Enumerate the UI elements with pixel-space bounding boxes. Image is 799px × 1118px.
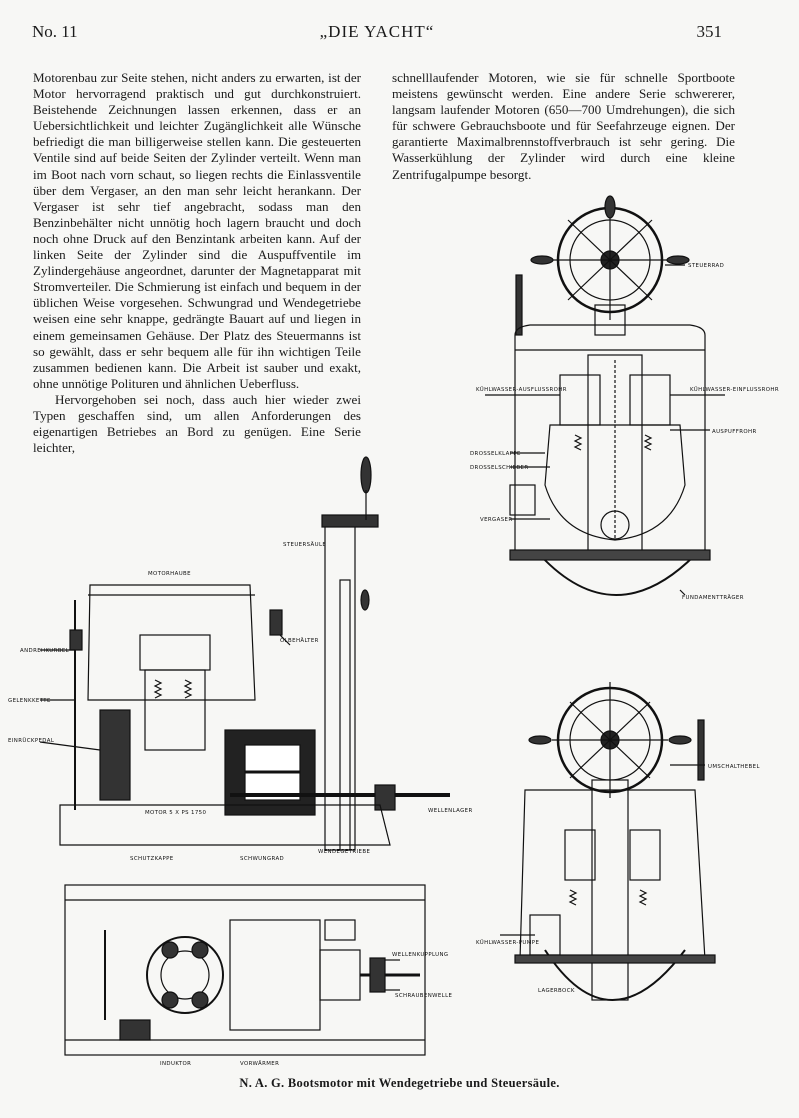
label-andrehkurbel: ANDREHKURBEL (20, 648, 69, 654)
label-oelbehaelter: ÖLBEHÄLTER (280, 637, 319, 644)
label-einrueckpedal: EINRÜCKPEDAL (8, 737, 54, 744)
label-wendegetriebe: WENDEGETRIEBE (318, 849, 370, 855)
label-wellenlager: WELLENLAGER (428, 808, 473, 814)
label-fundamenttraeger: FUNDAMENTTRÄGER (682, 594, 744, 601)
label-induktor: INDUKTOR (160, 1061, 191, 1067)
paragraph: Motorenbau zur Seite stehen, nicht ander… (33, 70, 361, 391)
label-auspuffrohr: AUSPUFFROHR (712, 429, 757, 435)
engine-front-view-drawing: STEUERRAD KÜHLWASSER-AUSFLUSSROHR KÜHLWA… (470, 195, 780, 615)
text-column-left: Motorenbau zur Seite stehen, nicht ander… (33, 70, 361, 456)
label-wellenkupplung: WELLENKUPPLUNG (392, 952, 449, 958)
engine-plan-view-drawing: WELLENKUPPLUNG SCHRAUBENWELLE INDUKTOR V… (60, 880, 480, 1070)
label-vorwaermer: VORWÄRMER (240, 1060, 279, 1067)
page-header: No. 11 „DIE YACHT“ 351 (32, 22, 722, 48)
label-vergaser: VERGASER (480, 517, 512, 523)
label-kuehlwasserpumpe: KÜHLWASSER-PUMPE (476, 939, 539, 946)
label-gelenkkette: GELENKKETTE (8, 698, 51, 704)
paragraph: Hervorgehoben sei noch, dass auch hier w… (33, 391, 361, 456)
label-drosselschieber: DROSSELSCHIEBER (470, 465, 528, 471)
label-schutzkappe: SCHUTZKAPPE (130, 856, 174, 862)
page-number: 351 (696, 22, 723, 41)
issue-number: No. 11 (32, 22, 78, 41)
label-steuersaeule: STEUERSÄULE (283, 541, 326, 548)
label-steuerrad: STEUERRAD (688, 263, 724, 269)
paragraph: schnelllaufender Motoren, wie sie für sc… (392, 70, 735, 182)
label-kuehlwasser-ausfluss: KÜHLWASSER-AUSFLUSSROHR (476, 386, 567, 393)
label-motor-ps: MOTOR 5 X PS 1750 (145, 810, 207, 816)
label-lagerbock: LAGERBOCK (538, 988, 575, 994)
label-umschalthebel: UMSCHALTHEBEL (708, 764, 760, 770)
label-kuehlwasser-einfluss: KÜHLWASSER-EINFLUSSROHR (690, 386, 779, 393)
text-column-right: schnelllaufender Motoren, wie sie für sc… (392, 70, 735, 183)
label-schwungrad: SCHWUNGRAD (240, 856, 284, 862)
label-schraubenwelle: SCHRAUBENWELLE (395, 993, 452, 999)
engine-rear-view-drawing: UMSCHALTHEBEL KÜHLWASSER-PUMPE LAGERBOCK (470, 680, 790, 1060)
label-motorhaube: MOTORHAUBE (148, 571, 191, 577)
engine-side-view-drawing: STEUERSÄULE MOTORHAUBE ANDREHKURBEL ÖLBE… (0, 450, 480, 865)
label-drosselklappe: DROSSELKLAPPE (470, 451, 521, 457)
journal-title: „DIE YACHT“ (319, 22, 435, 41)
figure-caption: N. A. G. Bootsmotor mit Wendegetriebe un… (239, 1076, 560, 1090)
